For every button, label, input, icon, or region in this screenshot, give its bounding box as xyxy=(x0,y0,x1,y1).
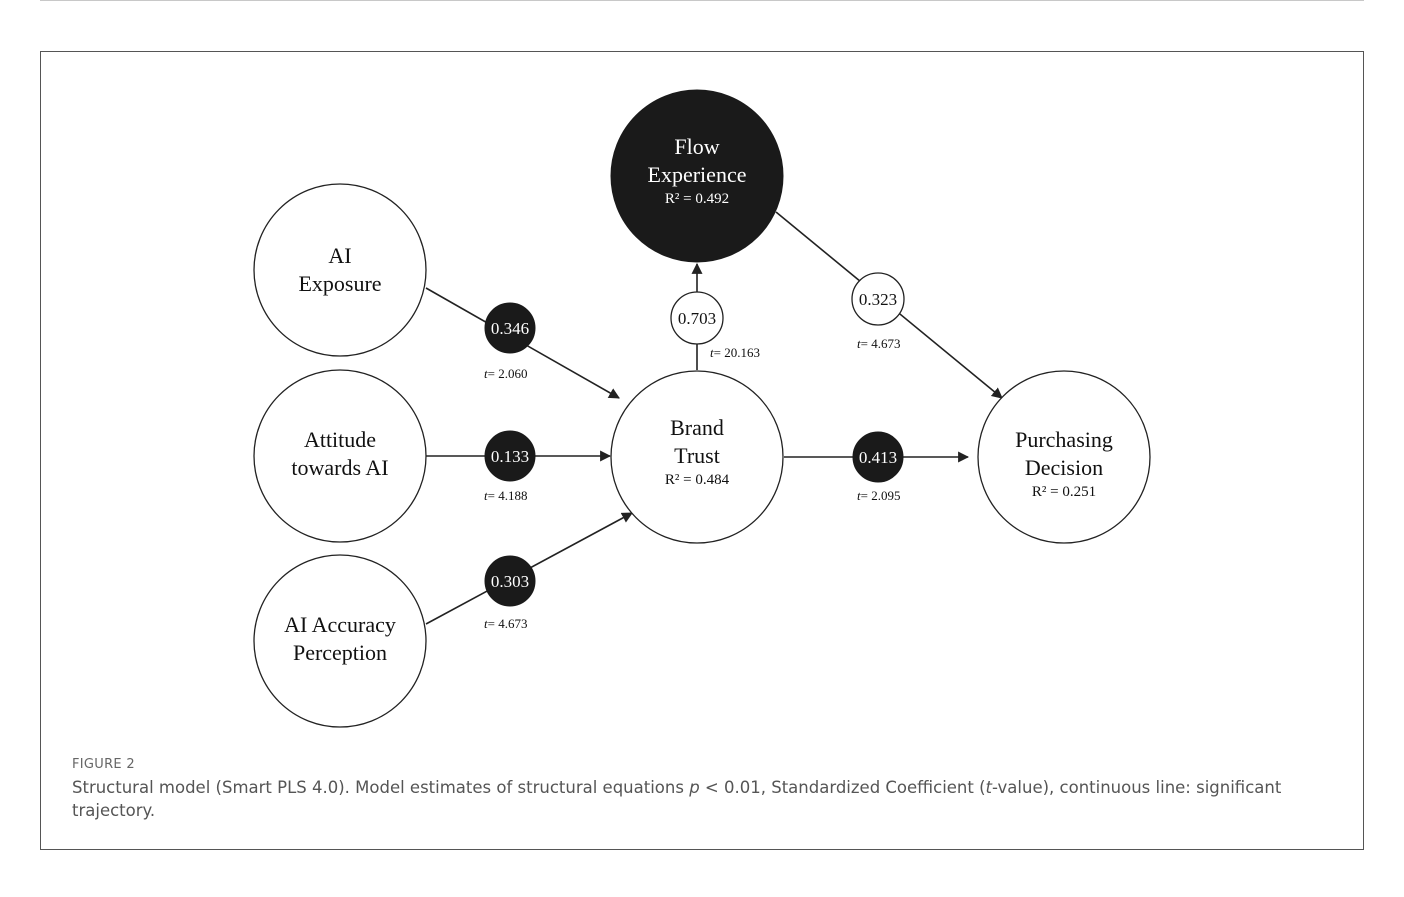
t-value-trust-to-purchasing: t= 2.095 xyxy=(857,488,900,503)
coef-accuracy-to-trust: 0.303 xyxy=(491,572,529,591)
coef-badge-trust-to-purchasing: 0.413 xyxy=(852,431,904,483)
caption-text-2: < 0.01, Standardized Coefficient ( xyxy=(699,778,986,797)
attitude-label-line1: Attitude xyxy=(304,427,376,452)
node-flow-experience: Flow Experience R² = 0.492 xyxy=(610,89,784,263)
caption-t-symbol: t xyxy=(985,778,993,797)
attitude-label-line2: towards AI xyxy=(291,455,388,480)
purchasing-label-line1: Purchasing xyxy=(1015,427,1113,452)
node-ai-accuracy-perception: AI Accuracy Perception xyxy=(253,554,427,728)
ai-exposure-label-line2: Exposure xyxy=(298,271,381,296)
flow-label-line2: Experience xyxy=(648,162,747,187)
top-divider xyxy=(40,0,1364,1)
ai-exposure-label-line1: AI xyxy=(328,243,351,268)
flow-label-line1: Flow xyxy=(674,134,719,159)
node-ai-exposure: AI Exposure xyxy=(253,183,427,357)
t-value-exposure-to-trust: t= 2.060 xyxy=(484,366,527,381)
t-value-trust-to-flow: t= 20.163 xyxy=(710,345,760,360)
coef-trust-to-purchasing: 0.413 xyxy=(859,448,897,467)
coef-badge-flow-to-purchasing: 0.323 xyxy=(851,272,905,326)
node-brand-trust: Brand Trust R² = 0.484 xyxy=(610,370,784,544)
figure-caption: Structural model (Smart PLS 4.0). Model … xyxy=(72,776,1322,822)
coef-flow-to-purchasing: 0.323 xyxy=(859,290,897,309)
coef-trust-to-flow: 0.703 xyxy=(678,309,716,328)
accuracy-label-line2: Perception xyxy=(293,640,387,665)
purchasing-label-line2: Decision xyxy=(1025,455,1103,480)
coef-exposure-to-trust: 0.346 xyxy=(491,319,529,338)
coef-badge-attitude-to-trust: 0.133 xyxy=(484,430,536,482)
accuracy-label-line1: AI Accuracy xyxy=(284,612,396,637)
t-value-flow-to-purchasing: t= 4.673 xyxy=(857,336,900,351)
purchasing-r-squared: R² = 0.251 xyxy=(1032,484,1096,500)
caption-p-symbol: p xyxy=(689,778,700,797)
node-purchasing-decision: Purchasing Decision R² = 0.251 xyxy=(977,370,1151,544)
figure-label: FIGURE 2 xyxy=(72,757,135,772)
t-value-accuracy-to-trust: t= 4.673 xyxy=(484,616,527,631)
brand-trust-label-line1: Brand xyxy=(670,415,724,440)
coef-badge-trust-to-flow: 0.703 xyxy=(670,291,724,345)
caption-text-1: Structural model (Smart PLS 4.0). Model … xyxy=(72,778,690,797)
coef-attitude-to-trust: 0.133 xyxy=(491,447,529,466)
caption-text-3: -value), continuous line: significant tr… xyxy=(72,778,1282,820)
brand-trust-r-squared: R² = 0.484 xyxy=(665,472,730,488)
coef-badge-accuracy-to-trust: 0.303 xyxy=(484,555,536,607)
node-attitude-towards-ai: Attitude towards AI xyxy=(253,369,427,543)
coef-badge-exposure-to-trust: 0.346 xyxy=(484,302,536,354)
brand-trust-label-line2: Trust xyxy=(674,443,720,468)
t-value-attitude-to-trust: t= 4.188 xyxy=(484,488,527,503)
flow-r-squared: R² = 0.492 xyxy=(665,191,729,207)
